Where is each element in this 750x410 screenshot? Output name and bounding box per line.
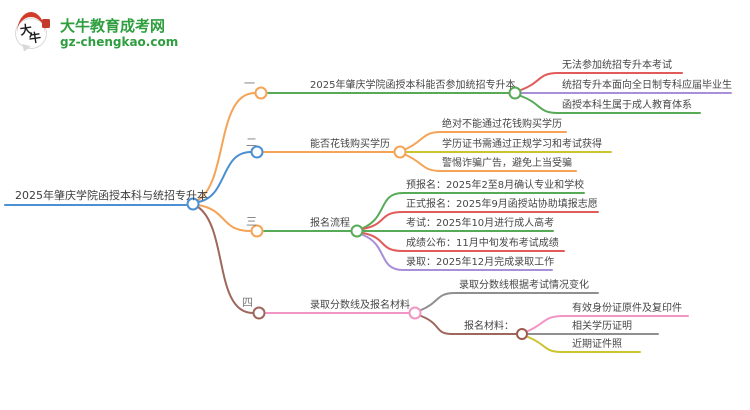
branch1-item: 无法参加统招专升本考试 bbox=[562, 60, 672, 71]
branch3-index: 三 bbox=[246, 215, 257, 228]
branch1-index: 一 bbox=[244, 77, 255, 90]
materials-node-circle bbox=[516, 328, 528, 340]
branch3-item: 正式报名：2025年9月函授站协助填报志愿 bbox=[406, 199, 598, 210]
branch2-num-circle bbox=[250, 145, 264, 159]
branch4-subitem: 有效身份证原件及复印件 bbox=[572, 303, 682, 314]
red-seal-icon bbox=[42, 19, 50, 28]
branch3-item: 预报名：2025年2至8月确认专业和学校 bbox=[406, 180, 585, 191]
branch2-node-circle bbox=[393, 145, 407, 159]
site-logo: 大 牛 大牛教育成考网 gz-chengkao.com bbox=[14, 12, 178, 54]
branch3-title: 报名流程 bbox=[310, 218, 350, 229]
branch3-node-circle bbox=[350, 224, 364, 238]
site-name: 大牛教育成考网 bbox=[60, 16, 166, 35]
branch1-item: 函授本科生属于成人教育体系 bbox=[562, 100, 692, 111]
branch3-item: 考试：2025年10月进行成人高考 bbox=[406, 218, 555, 229]
branch2-item: 警惕诈骗广告，避免上当受骗 bbox=[442, 158, 572, 169]
branch4-item: 录取分数线根据考试情况变化 bbox=[459, 280, 589, 291]
branch2-item: 绝对不能通过花钱购买学历 bbox=[442, 119, 562, 130]
branch3-item: 成绩公布：11月中旬发布考试成绩 bbox=[406, 238, 559, 249]
branch4-subitem: 相关学历证明 bbox=[572, 321, 632, 332]
branch4-subitem: 近期证件照 bbox=[572, 339, 622, 350]
root-node-circle bbox=[186, 197, 200, 211]
branch3-item: 录取：2025年12月完成录取工作 bbox=[406, 257, 555, 268]
site-url: gz-chengkao.com bbox=[60, 34, 179, 49]
branch2-item: 学历证书需通过正规学习和考试获得 bbox=[442, 139, 602, 150]
branch3-num-circle bbox=[250, 224, 264, 238]
branch1-title: 2025年肇庆学院函授本科能否参加统招专升本 bbox=[310, 80, 516, 91]
root-topic: 2025年肇庆学院函授本科与统招专升本 bbox=[15, 189, 208, 202]
red-arc-icon bbox=[17, 12, 45, 33]
branch4-title: 录取分数线及报名材料 bbox=[310, 300, 410, 311]
logo-text: 大牛教育成考网 gz-chengkao.com bbox=[60, 16, 179, 49]
branch1-item: 统招专升本面向全日制专科应届毕业生 bbox=[562, 80, 732, 91]
daniu-logo-icon: 大 牛 bbox=[14, 12, 52, 54]
branch1-num-circle bbox=[254, 86, 268, 100]
branch2-title: 能否花钱购买学历 bbox=[310, 139, 390, 150]
branch4-node-circle bbox=[408, 306, 422, 320]
branch4-index: 四 bbox=[242, 296, 253, 309]
branch4-item-materials: 报名材料： bbox=[464, 321, 514, 332]
branch1-node-circle bbox=[508, 86, 522, 100]
branch2-index: 二 bbox=[246, 136, 257, 149]
branch4-num-circle bbox=[252, 306, 266, 320]
